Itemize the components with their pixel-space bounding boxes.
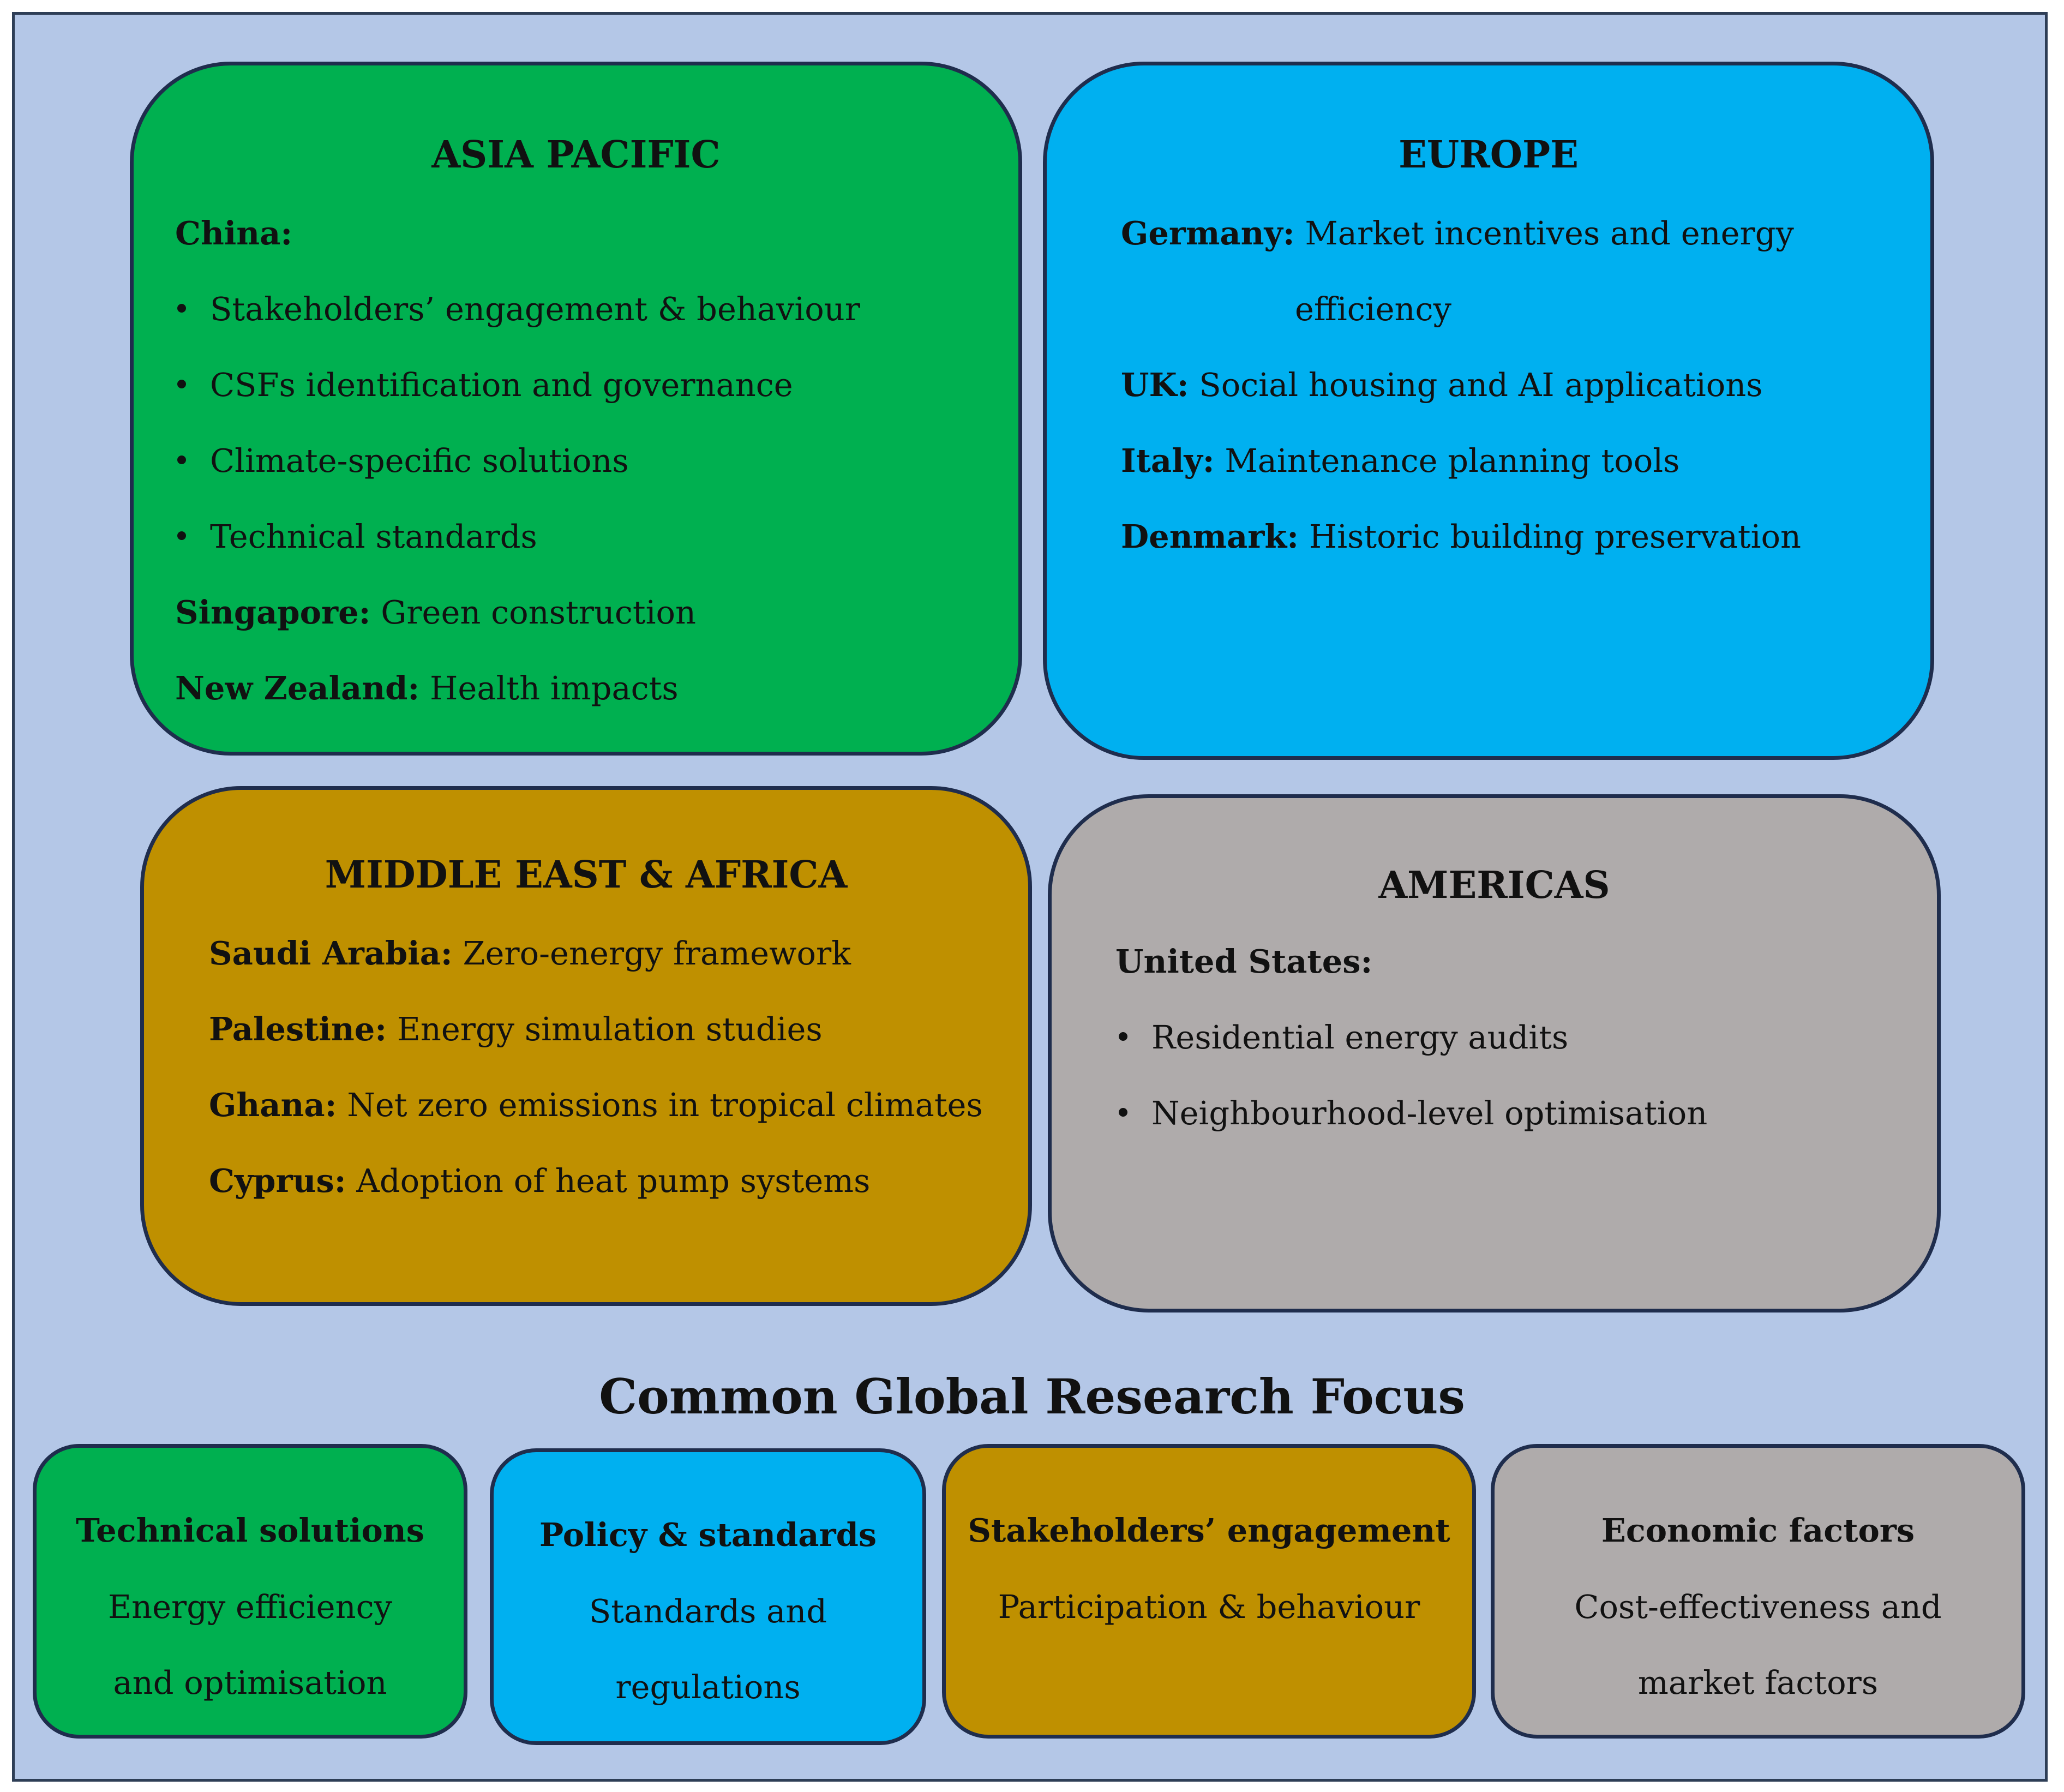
china-item: Climate-specific solutions [177, 445, 629, 477]
focus-line: Energy efficiency [108, 1588, 392, 1626]
saudi-arabia-entry: Saudi Arabia: Zero-energy framework [209, 934, 851, 972]
focus-heading: Technical solutions [76, 1512, 424, 1549]
middle-east-africa-box: MIDDLE EAST & AFRICA Saudi Arabia: Zero-… [140, 786, 1032, 1306]
focus-line: Cost-effectiveness and [1574, 1588, 1942, 1626]
asia-pacific-title: ASIA PACIFIC [431, 133, 721, 177]
focus-line: Participation & behaviour [998, 1588, 1420, 1626]
common-focus-title: Common Global Research Focus [599, 1368, 1465, 1425]
united-states-label: United States: [1115, 943, 1373, 980]
us-item: Neighbourhood-level optimisation [1119, 1097, 1707, 1129]
china-item: Technical standards [177, 520, 537, 553]
bullet-icon [177, 304, 186, 313]
focus-economic-factors: Economic factors Cost-effectiveness and … [1491, 1444, 2025, 1739]
us-item: Residential energy audits [1119, 1021, 1568, 1053]
europe-title: EUROPE [1399, 133, 1579, 177]
new-zealand-entry: New Zealand: Health impacts [175, 669, 679, 707]
uk-entry: UK: Social housing and AI applications [1121, 366, 1763, 404]
europe-box: EUROPE Germany: Market incentives and en… [1043, 62, 1934, 760]
americas-box: AMERICAS United States: Residential ener… [1048, 794, 1941, 1312]
focus-line: regulations [615, 1668, 801, 1706]
focus-technical-solutions: Technical solutions Energy efficiency an… [33, 1444, 467, 1739]
cyprus-entry: Cyprus: Adoption of heat pump systems [209, 1162, 871, 1200]
china-label: China: [175, 214, 293, 252]
middle-east-africa-title: MIDDLE EAST & AFRICA [325, 853, 848, 897]
focus-line: Standards and [589, 1592, 827, 1630]
focus-heading: Stakeholders’ engagement [968, 1512, 1450, 1549]
focus-heading: Policy & standards [539, 1516, 877, 1554]
bullet-icon [177, 380, 186, 389]
bullet-icon [1119, 1032, 1127, 1041]
americas-title: AMERICAS [1378, 864, 1610, 907]
palestine-entry: Palestine: Energy simulation studies [209, 1010, 823, 1048]
asia-pacific-box: ASIA PACIFIC China: Stakeholders’ engage… [130, 62, 1022, 756]
focus-line: market factors [1637, 1664, 1879, 1701]
china-item: Stakeholders’ engagement & behaviour [177, 293, 860, 325]
italy-entry: Italy: Maintenance planning tools [1121, 442, 1680, 480]
bullet-icon [177, 531, 186, 541]
focus-line: and optimisation [113, 1664, 387, 1701]
germany-entry-continued: efficiency [1295, 290, 1451, 328]
ghana-entry: Ghana: Net zero emissions in tropical cl… [209, 1086, 983, 1124]
focus-heading: Economic factors [1601, 1512, 1915, 1549]
denmark-entry: Denmark: Historic building preservation [1121, 518, 1802, 555]
china-item: CSFs identification and governance [177, 369, 793, 401]
germany-entry: Germany: Market incentives and energy [1121, 214, 1794, 252]
focus-policy-standards: Policy & standards Standards and regulat… [490, 1448, 926, 1745]
bullet-icon [1119, 1108, 1127, 1117]
focus-stakeholders-engagement: Stakeholders’ engagement Participation &… [942, 1444, 1476, 1739]
singapore-entry: Singapore: Green construction [175, 594, 697, 631]
bullet-icon [177, 456, 186, 465]
